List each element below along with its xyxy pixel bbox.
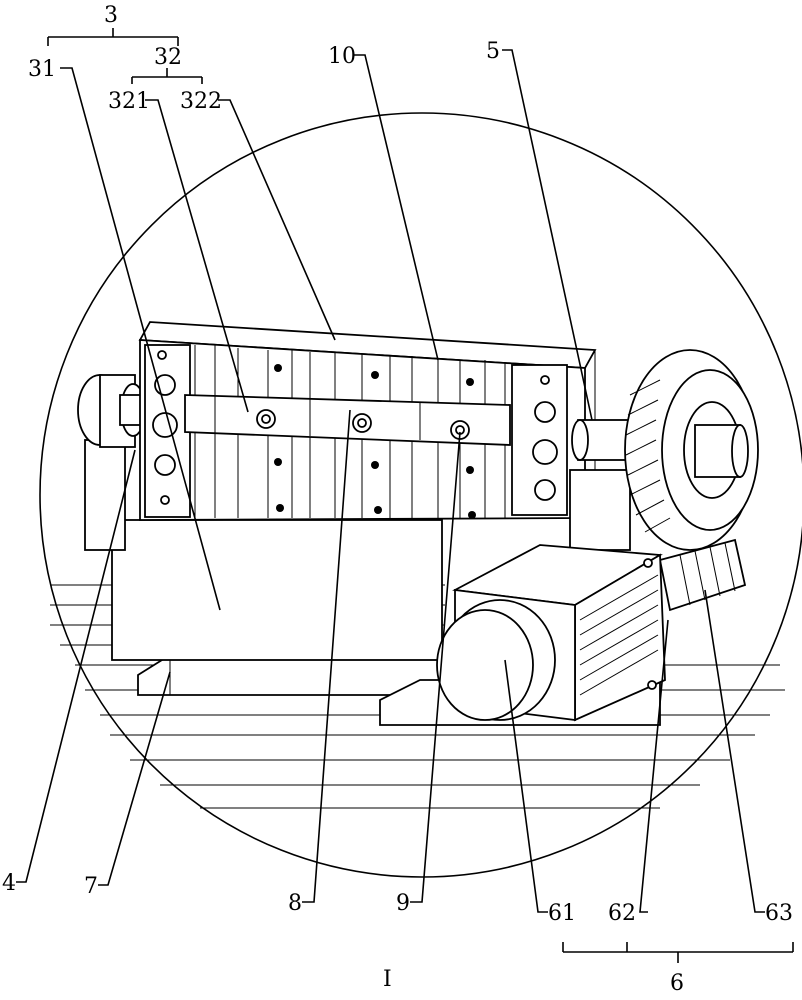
worm-screw-63 <box>660 540 745 610</box>
label-321: 321 <box>108 89 150 114</box>
label-8: 8 <box>288 891 302 916</box>
right-end-plate <box>512 365 567 515</box>
label-10: 10 <box>328 44 356 69</box>
label-7: 7 <box>84 874 98 899</box>
support-block-31 <box>112 520 442 660</box>
label-detail-I: I <box>383 967 392 992</box>
label-31: 31 <box>28 57 56 82</box>
label-9: 9 <box>396 891 410 916</box>
label-32: 32 <box>154 45 182 70</box>
label-5: 5 <box>486 39 500 64</box>
left-end-plate <box>145 345 190 517</box>
label-6: 6 <box>670 971 684 996</box>
label-62: 62 <box>608 901 636 926</box>
label-61: 61 <box>548 901 576 926</box>
label-3: 3 <box>104 3 118 28</box>
label-63: 63 <box>765 901 793 926</box>
label-4: 4 <box>2 871 16 896</box>
worm-wheel <box>625 350 758 550</box>
label-322: 322 <box>180 89 222 114</box>
